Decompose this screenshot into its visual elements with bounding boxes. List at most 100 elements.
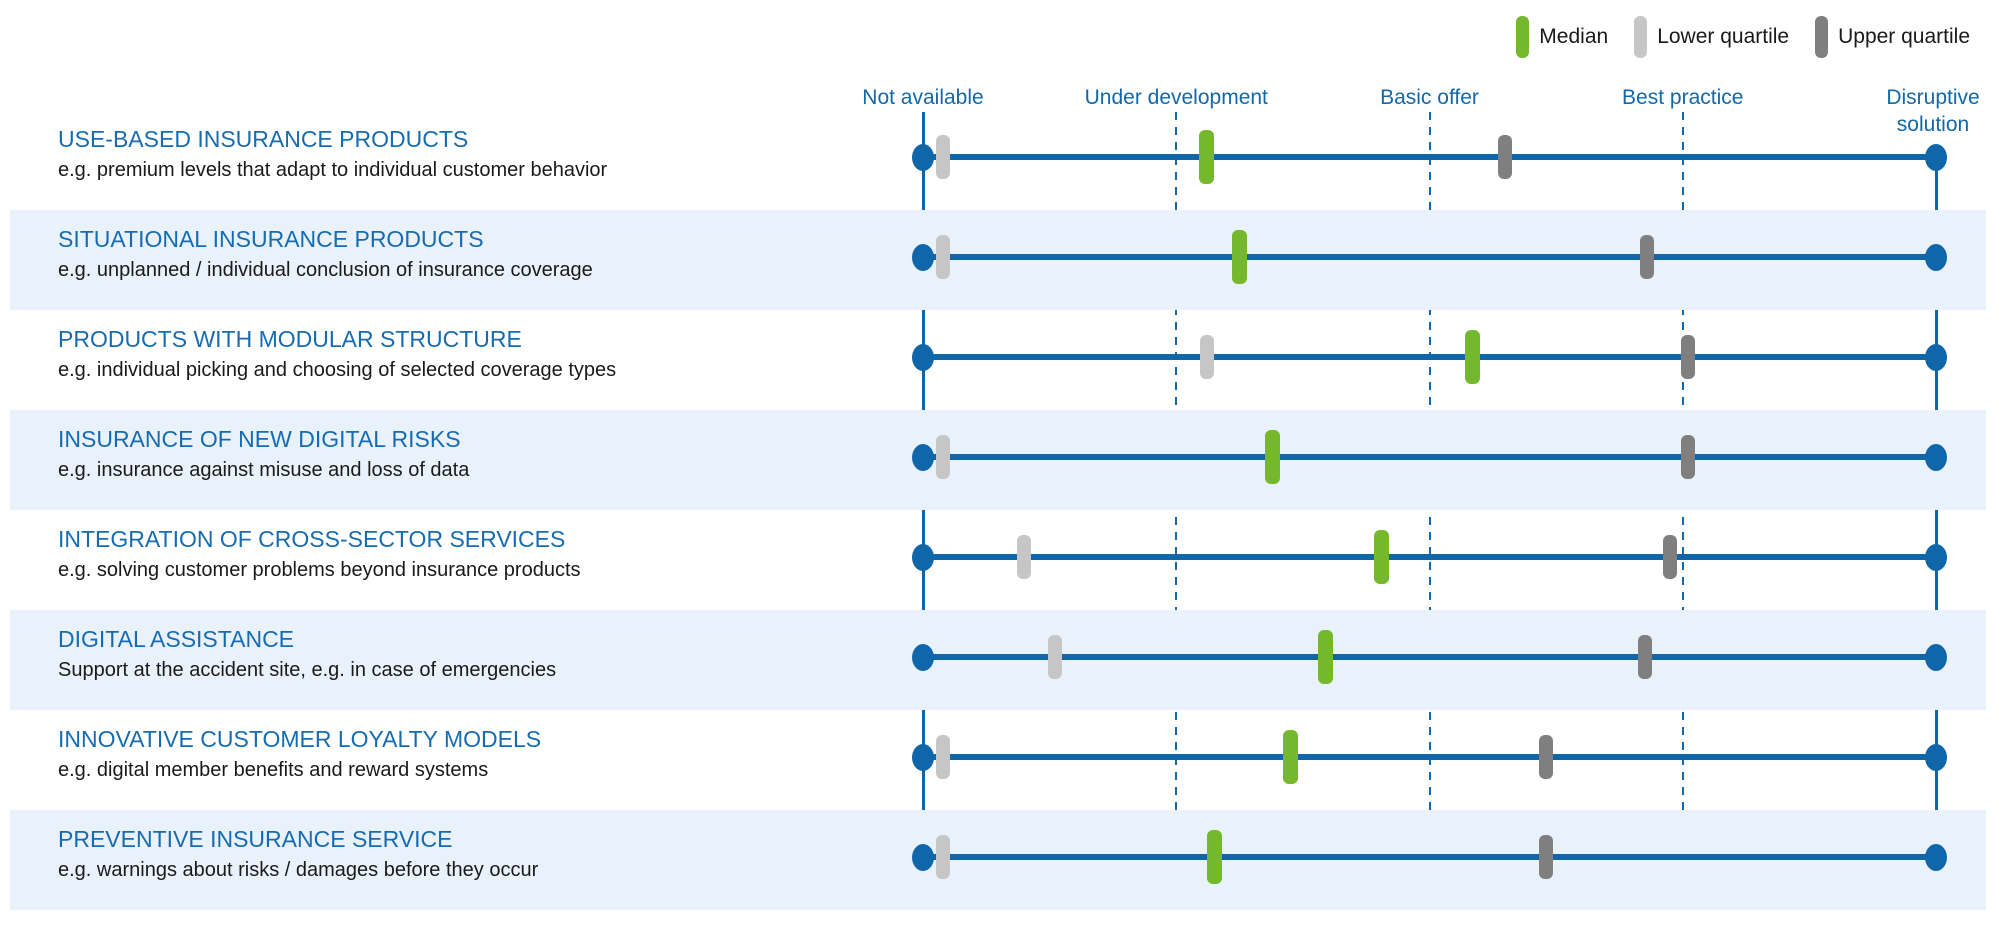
maturity-row: INTEGRATION OF CROSS-SECTOR SERVICES e.g… [10, 510, 1986, 610]
scale-start-dot [912, 244, 934, 271]
row-label: SITUATIONAL INSURANCE PRODUCTS e.g. unpl… [58, 224, 818, 285]
scale-start-dot [912, 344, 934, 371]
upper-quartile-marker [1680, 335, 1695, 379]
scale-line [923, 554, 1936, 560]
scale-end-dot [1925, 644, 1947, 671]
axis-header: Not available [862, 86, 984, 109]
scale-start-dot [912, 744, 934, 771]
lower-quartile-marker [1017, 535, 1032, 579]
scale-end-dot [1925, 444, 1947, 471]
upper-quartile-marker [1680, 435, 1695, 479]
legend: Median Lower quartile Upper quartile [1516, 16, 1970, 58]
scale-line [923, 354, 1936, 360]
scale-line [923, 754, 1936, 760]
row-subtitle: e.g. warnings about risks / damages befo… [58, 859, 539, 881]
row-title: PREVENTIVE INSURANCE SERVICE [58, 826, 453, 852]
row-label: DIGITAL ASSISTANCE Support at the accide… [58, 624, 818, 685]
scale-start-dot [912, 144, 934, 171]
median-swatch-icon [1516, 16, 1530, 58]
maturity-row: USE-BASED INSURANCE PRODUCTS e.g. premiu… [10, 110, 1986, 210]
row-label: INTEGRATION OF CROSS-SECTOR SERVICES e.g… [58, 524, 818, 585]
row-subtitle: e.g. individual picking and choosing of … [58, 359, 617, 381]
axis-line-solid [1934, 145, 1938, 910]
maturity-row: INNOVATIVE CUSTOMER LOYALTY MODELS e.g. … [10, 710, 1986, 810]
median-marker [1264, 430, 1280, 484]
axis-line-dashed [1681, 112, 1684, 910]
row-title: PRODUCTS WITH MODULAR STRUCTURE [58, 326, 522, 352]
lower-quartile-swatch-icon [1634, 16, 1648, 58]
upper-quartile-marker [1538, 735, 1553, 779]
legend-item-upper-quartile: Upper quartile [1815, 16, 1970, 58]
axis-header: Disruptive solution [1886, 86, 1980, 136]
scale-line [923, 154, 1936, 160]
row-title: INNOVATIVE CUSTOMER LOYALTY MODELS [58, 726, 542, 752]
row-label: PREVENTIVE INSURANCE SERVICE e.g. warnin… [58, 824, 818, 885]
upper-quartile-marker [1663, 535, 1678, 579]
legend-label: Median [1539, 25, 1609, 48]
median-marker [1199, 130, 1215, 184]
row-label: PRODUCTS WITH MODULAR STRUCTURE e.g. ind… [58, 324, 818, 385]
row-title: INSURANCE OF NEW DIGITAL RISKS [58, 426, 461, 452]
legend-item-median: Median [1516, 16, 1608, 58]
median-marker [1206, 830, 1222, 884]
legend-label: Lower quartile [1657, 25, 1790, 48]
scale-end-dot [1925, 244, 1947, 271]
scale-end-dot [1925, 344, 1947, 371]
lower-quartile-marker [936, 735, 951, 779]
axis-header: Basic offer [1380, 86, 1479, 109]
row-label: USE-BASED INSURANCE PRODUCTS e.g. premiu… [58, 124, 818, 185]
scale-line [923, 454, 1936, 460]
axis-line-dashed [1428, 112, 1431, 910]
axis-header: Under development [1084, 86, 1268, 109]
scale-start-dot [912, 544, 934, 571]
row-title: USE-BASED INSURANCE PRODUCTS [58, 126, 469, 152]
row-subtitle: Support at the accident site, e.g. in ca… [58, 659, 557, 681]
lower-quartile-marker [936, 235, 951, 279]
median-marker [1282, 730, 1298, 784]
lower-quartile-marker [936, 435, 951, 479]
scale-line [923, 254, 1936, 260]
row-title: DIGITAL ASSISTANCE [58, 626, 295, 652]
axis-line-solid [921, 112, 925, 910]
scale-end-dot [1925, 844, 1947, 871]
scale-start-dot [912, 644, 934, 671]
scale-line [923, 654, 1936, 660]
upper-quartile-marker [1640, 235, 1655, 279]
maturity-row: INSURANCE OF NEW DIGITAL RISKS e.g. insu… [10, 410, 1986, 510]
axis-header: Best practice [1622, 86, 1744, 109]
lower-quartile-marker [1047, 635, 1062, 679]
upper-quartile-swatch-icon [1815, 16, 1829, 58]
scale-start-dot [912, 844, 934, 871]
row-title: INTEGRATION OF CROSS-SECTOR SERVICES [58, 526, 566, 552]
median-marker [1465, 330, 1481, 384]
median-marker [1318, 630, 1334, 684]
median-marker [1373, 530, 1389, 584]
row-label: INNOVATIVE CUSTOMER LOYALTY MODELS e.g. … [58, 724, 818, 785]
axis-line-dashed [1175, 112, 1178, 910]
row-subtitle: e.g. premium levels that adapt to indivi… [58, 159, 608, 181]
upper-quartile-marker [1538, 835, 1553, 879]
scale-start-dot [912, 444, 934, 471]
legend-item-lower-quartile: Lower quartile [1634, 16, 1789, 58]
legend-label: Upper quartile [1838, 25, 1970, 48]
row-label: INSURANCE OF NEW DIGITAL RISKS e.g. insu… [58, 424, 818, 485]
scale-end-dot [1925, 544, 1947, 571]
lower-quartile-marker [936, 835, 951, 879]
scale-line [923, 854, 1936, 860]
row-subtitle: e.g. unplanned / individual conclusion o… [58, 259, 593, 281]
upper-quartile-marker [1637, 635, 1652, 679]
scale-end-dot [1925, 744, 1947, 771]
lower-quartile-marker [936, 135, 951, 179]
row-subtitle: e.g. solving customer problems beyond in… [58, 559, 581, 581]
maturity-row: DIGITAL ASSISTANCE Support at the accide… [10, 610, 1986, 710]
upper-quartile-marker [1498, 135, 1513, 179]
lower-quartile-marker [1199, 335, 1214, 379]
row-title: SITUATIONAL INSURANCE PRODUCTS [58, 226, 484, 252]
row-subtitle: e.g. insurance against misuse and loss o… [58, 459, 470, 481]
scale-end-dot [1925, 144, 1947, 171]
maturity-row: PRODUCTS WITH MODULAR STRUCTURE e.g. ind… [10, 310, 1986, 410]
maturity-row: SITUATIONAL INSURANCE PRODUCTS e.g. unpl… [10, 210, 1986, 310]
row-subtitle: e.g. digital member benefits and reward … [58, 759, 489, 781]
median-marker [1232, 230, 1248, 284]
